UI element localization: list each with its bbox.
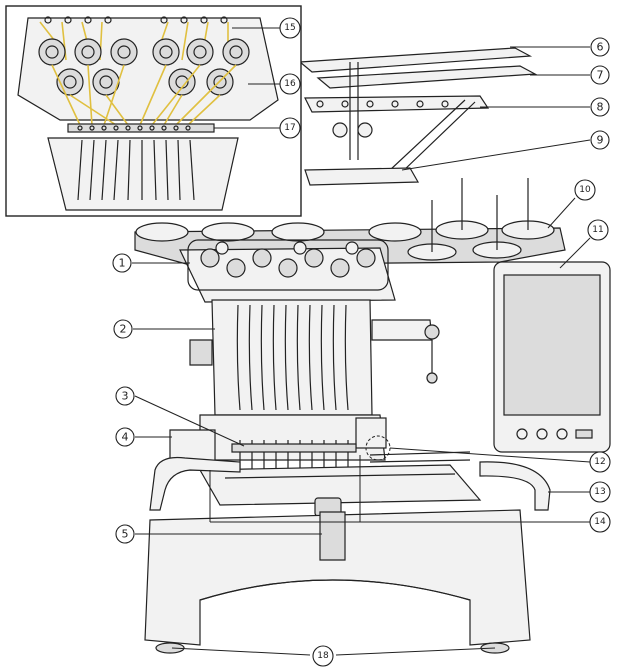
- callout-16: 16: [279, 73, 301, 95]
- callout-13: 13: [589, 481, 611, 503]
- callout-9-label: 9: [597, 134, 604, 147]
- leader-lines: [132, 27, 591, 656]
- panel-speaker: [575, 429, 593, 439]
- thread-guide-assembly: [298, 47, 538, 186]
- callout-16-label: 16: [284, 79, 296, 89]
- callout-7-label: 7: [597, 69, 604, 82]
- callout-4: 4: [115, 427, 135, 447]
- callout-6: 6: [590, 37, 610, 57]
- callout-6-label: 6: [597, 41, 604, 54]
- callout-10-label: 10: [579, 185, 591, 195]
- inset-tension-knobs: [38, 38, 250, 96]
- callout-18-label: 18: [317, 651, 329, 661]
- callout-17: 17: [279, 117, 301, 139]
- thread-tension-knobs-outline: [187, 239, 389, 291]
- callout-13-label: 13: [594, 487, 605, 497]
- operation-panel: [493, 261, 611, 453]
- callout-10: 10: [574, 179, 596, 201]
- callout-11: 11: [587, 219, 609, 241]
- callout-17-label: 17: [284, 123, 295, 133]
- thread-guide-bar-middle: [316, 65, 538, 89]
- lcd-screen: [503, 274, 601, 416]
- thread-guide-lower-arm: [304, 167, 420, 186]
- callout-8-label: 8: [597, 101, 604, 114]
- callout-2: 2: [113, 319, 133, 339]
- callout-5: 5: [115, 524, 135, 544]
- panel-button-2: [536, 428, 548, 440]
- callout-14: 14: [589, 511, 611, 533]
- callout-4-label: 4: [122, 431, 129, 444]
- panel-button-1: [516, 428, 528, 440]
- thread-guide-bar-lower: [304, 95, 490, 113]
- needle-plate-housing: [355, 417, 387, 449]
- callout-15: 15: [279, 17, 301, 39]
- panel-button-3: [556, 428, 568, 440]
- callout-18: 18: [312, 645, 334, 667]
- foot-left: [155, 642, 185, 654]
- callout-2-label: 2: [120, 323, 127, 336]
- callout-5-label: 5: [122, 528, 129, 541]
- callout-7: 7: [590, 65, 610, 85]
- needle-bar-case: [211, 299, 373, 416]
- inset-detail: [5, 5, 302, 217]
- callout-11-label: 11: [592, 225, 603, 235]
- callout-15-label: 15: [284, 23, 295, 33]
- callout-14-label: 14: [594, 517, 606, 527]
- carriage-base: [144, 509, 531, 654]
- machine-head: [179, 239, 440, 480]
- tension-knob-row: [200, 241, 376, 278]
- callout-3-label: 3: [122, 390, 129, 403]
- callout-1: 1: [112, 253, 132, 273]
- callout-8: 8: [590, 97, 610, 117]
- callout-9: 9: [590, 130, 610, 150]
- callout-12: 12: [589, 451, 611, 473]
- callout-3: 3: [115, 386, 135, 406]
- callout-1-label: 1: [119, 257, 126, 270]
- callout-12-label: 12: [594, 457, 605, 467]
